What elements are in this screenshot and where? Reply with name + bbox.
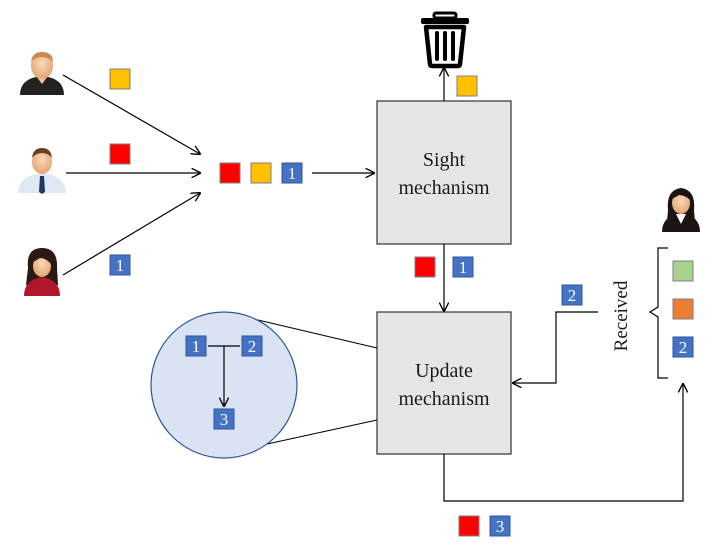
arrow-update-to-received bbox=[443, 384, 683, 502]
feedback-item-number: 2 bbox=[568, 286, 577, 305]
circle-item-2-number: 2 bbox=[248, 337, 257, 356]
bottom-item-number: 3 bbox=[496, 517, 505, 536]
merged-item-blue: 1 bbox=[281, 162, 303, 184]
arrow-user3-to-merge bbox=[62, 193, 200, 276]
circle-item-1-number: 1 bbox=[192, 337, 201, 356]
discarded-item-yellow bbox=[456, 75, 478, 97]
man-user-icon bbox=[20, 52, 64, 95]
received-bracket bbox=[648, 247, 668, 379]
zoom-connector-bottom bbox=[257, 419, 378, 447]
sight-label-line1: Sight bbox=[423, 149, 466, 171]
update-label-line2: mechanism bbox=[398, 388, 490, 410]
woman-receiver-icon bbox=[662, 188, 700, 232]
sight-out-item-blue: 1 bbox=[452, 256, 474, 278]
arrow-feedback-to-update bbox=[513, 311, 598, 383]
bottom-item-red bbox=[458, 515, 480, 537]
user1-item-yellow bbox=[109, 68, 131, 90]
circle-item-3: 3 bbox=[213, 408, 235, 430]
received-item-orange bbox=[672, 298, 694, 320]
woman-user-icon bbox=[24, 248, 60, 296]
user2-item-red bbox=[109, 143, 131, 165]
sight-mechanism-box: Sight mechanism bbox=[376, 100, 512, 245]
feedback-item-blue: 2 bbox=[561, 284, 583, 306]
bottom-item-blue: 3 bbox=[489, 515, 511, 537]
update-label-line1: Update bbox=[415, 360, 473, 382]
received-label: Received bbox=[611, 280, 632, 351]
zoom-circle: 1 2 3 bbox=[150, 311, 298, 459]
sight-out-number: 1 bbox=[459, 258, 468, 277]
trash-can-icon bbox=[421, 11, 469, 69]
user3-item-blue: 1 bbox=[109, 254, 131, 276]
businessman-user-icon bbox=[18, 148, 66, 194]
merged-item-yellow bbox=[250, 162, 272, 184]
received-item-blue: 2 bbox=[672, 336, 694, 358]
user3-item-number: 1 bbox=[116, 256, 125, 275]
received-item-number: 2 bbox=[679, 338, 688, 357]
circle-item-1: 1 bbox=[185, 335, 207, 357]
merged-item-number: 1 bbox=[288, 164, 297, 183]
update-mechanism-box: Update mechanism bbox=[376, 311, 512, 455]
circle-item-3-number: 3 bbox=[220, 410, 229, 429]
arrow-user1-to-merge bbox=[62, 74, 200, 154]
received-item-green bbox=[672, 260, 694, 282]
merged-item-red bbox=[219, 162, 241, 184]
zoom-connector-top bbox=[257, 319, 378, 349]
circle-item-2: 2 bbox=[241, 335, 263, 357]
sight-out-item-red bbox=[414, 256, 436, 278]
sight-label-line2: mechanism bbox=[398, 177, 490, 199]
